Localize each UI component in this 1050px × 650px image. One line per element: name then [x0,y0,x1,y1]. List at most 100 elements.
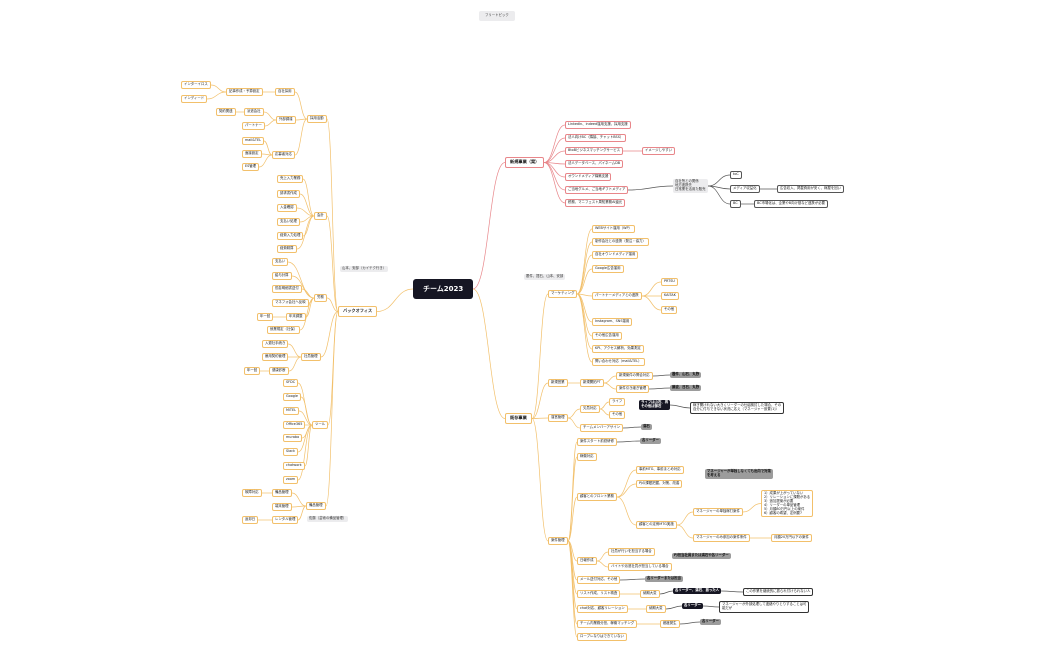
sales-node[interactable]: 新規営業 [548,379,568,387]
tool-item[interactable]: Slack [283,448,298,456]
applicant-item[interactable]: mail&TEL [242,137,265,145]
recruit-outside-sub[interactable]: 派遣会社 [244,108,264,116]
marketing-item[interactable]: Google広告運用 [592,265,624,273]
equipment-item[interactable]: 備品管理 [272,489,292,497]
accounting-item[interactable]: 支払い処理 [277,218,300,226]
team-member-node[interactable]: チームメンバーアサイン [580,424,624,432]
labor-sub[interactable]: 年末調整 [286,313,306,321]
marketing-item[interactable]: KPI、アクセス解析、効果測定 [592,345,644,353]
ops-item[interactable]: その他 [609,411,626,419]
tool-item[interactable]: chatwork [283,462,305,470]
sales-item[interactable]: 新規案件の問合対応 [616,372,653,380]
regular-item[interactable]: マネージャーの単独稼打案件 [693,508,743,516]
member-change-node[interactable]: チーム内業務分担、稼働マッチング [577,620,638,628]
recruit-node[interactable]: 採用活動 [307,115,327,123]
chat-sub-node[interactable]: 納期大変 [646,605,666,613]
tools-node[interactable]: ツール [312,421,329,429]
list-sub-node[interactable]: 納期大変 [640,590,660,598]
toc-node[interactable]: toC [730,171,742,179]
recruit-own-item[interactable]: インターイロス [181,81,211,89]
tool-item[interactable]: zoom [283,476,299,484]
new-business-item[interactable]: 法人データベース、パイネームDB [565,160,624,168]
equipment-node[interactable]: 備品管理 [306,502,326,510]
daily-report-item[interactable]: 社員が行いを担当する場合 [608,548,655,556]
recruit-outside-node[interactable]: 外部調達 [276,116,296,124]
recruit-outside-item[interactable]: パートナー [242,122,265,130]
accounting-node[interactable]: 会計 [314,212,327,220]
marketing-item[interactable]: 問い合わせ対応（mail&TEL） [592,358,645,366]
ops-item[interactable]: ライフ [609,398,626,406]
applicant-item[interactable]: ES管理 [242,163,260,171]
new-business-item[interactable]: LinkedIn、indeed運用支援、採用支援 [565,121,631,129]
new-business-item[interactable]: ご当地グルメ、ご当地ギフトメディア [565,186,629,194]
new-business-item[interactable]: オウンドメディア構築支援 [565,173,612,181]
case-item[interactable]: 案件スタート前勤研修 [577,438,617,446]
marketing-node[interactable]: マーケティング [548,290,578,298]
client-node[interactable]: 顧客とのフロント業務 [577,493,617,501]
client-item[interactable]: PJの課題把握、対策、改善 [636,480,683,488]
applicant-item[interactable]: 面接設定 [242,150,262,158]
new-business-item[interactable]: 法人向けBC（隣接、チャットBSS） [565,134,627,142]
employee-sub[interactable]: 健康診断 [269,367,289,375]
labor-item[interactable]: 就業規定（社保） [267,326,301,334]
back-office-node[interactable]: バックオフィス [338,306,378,317]
tool-item[interactable]: SFDC [283,379,299,387]
applicant-node[interactable]: 応募者対応 [272,151,295,159]
marketing-item[interactable]: その他広告運用 [592,332,622,340]
partner-item[interactable]: その他 [661,306,678,314]
case-node[interactable]: 案件管理 [548,537,568,545]
labor-item[interactable]: 勤怠明細書送付 [272,285,302,293]
partner-media-node[interactable]: パートナーメディアとの連携 [592,292,642,300]
root-node[interactable]: チーム2023 [413,279,474,300]
labor-node[interactable]: 労務 [314,294,327,302]
marketing-item[interactable]: 制作会社との連携（発注・協力） [592,238,649,246]
accounting-item[interactable]: 請求書作成 [277,190,300,198]
rope-node[interactable]: ローブレなりはできていない [577,633,627,641]
labor-item[interactable]: 支払い [272,258,289,266]
regular-item[interactable]: マネージャーのみ参加の案件条件 [693,534,750,542]
daily-report-node[interactable]: 日報作成 [577,557,597,565]
tool-item[interactable]: murabo [283,434,303,442]
marketing-item[interactable]: Instagram、SNS運用 [592,318,633,326]
daily-report-item[interactable]: バイトや派遣社員が担当している場合 [608,563,672,571]
ops-sub-node[interactable]: 欠員対応 [580,405,600,413]
accounting-item[interactable]: 経費精算 [277,245,297,253]
new-business-item[interactable]: BtoBビジネスマッチングサービス [565,147,624,155]
recruit-own-item[interactable]: インディード [181,95,208,103]
ops-node[interactable]: 運営管理 [548,414,568,422]
sales-sub-node[interactable]: 新規開拓PT [580,379,604,387]
mail-node[interactable]: メール送付対応、その他 [577,576,621,584]
marketing-item[interactable]: 自社オウンドメディア運用 [592,251,639,259]
member-change-sub[interactable]: 都度発生 [660,620,680,628]
bc-node[interactable]: BC [730,200,741,208]
partner-item[interactable]: KAITAK [661,292,679,300]
accounting-item[interactable]: 売上入力業務 [277,175,304,183]
list-node[interactable]: リスト作成、リスト精査 [577,590,621,598]
labor-item[interactable]: 給与計算 [272,272,292,280]
existing-business-node[interactable]: 既存事業 [505,413,532,424]
free-topic[interactable]: フリートピック [479,11,515,21]
new-business-node[interactable]: 新規事業（案） [505,157,545,168]
tool-item[interactable]: MiTEL [283,407,299,415]
recruit-own-node[interactable]: 自社採用 [275,88,295,96]
client-item[interactable]: 事前MTG、事前まとめ対応 [636,466,684,474]
new-business-item[interactable]: 税務、マニフェスト周知業務AI還元 [565,199,626,207]
partner-item[interactable]: PRTSU [661,278,678,286]
employee-item[interactable]: 雇用契約管理 [262,353,289,361]
tool-item[interactable]: Google [283,393,301,401]
tool-item[interactable]: Office365 [283,421,306,429]
employee-management-node[interactable]: 社員管理 [301,353,321,361]
recruit-outside-item[interactable]: 契約関連 [216,108,236,116]
employee-item[interactable]: 入退社手続き [262,340,289,348]
sales-item[interactable]: 案件引き継ぎ管理 [616,385,650,393]
marketing-item[interactable]: WEBサイト運用（WP） [592,225,635,233]
regular-mtg-node[interactable]: 顧客との定例MTG実施 [636,521,677,529]
case-item[interactable]: 稼働対応 [577,453,597,461]
media-sales-node[interactable]: メディア収益化 [730,185,760,193]
labor-item[interactable]: マネフォ会社へ反映 [272,299,309,307]
accounting-item[interactable]: 入金確認 [277,204,297,212]
equipment-item[interactable]: 端末管理 [272,503,292,511]
recruit-own-sub[interactable]: 記事作成・予算設定 [226,88,263,96]
chat-node[interactable]: chat対応、顧客リレーション [577,605,628,613]
accounting-item[interactable]: 経費入力処理 [277,232,304,240]
